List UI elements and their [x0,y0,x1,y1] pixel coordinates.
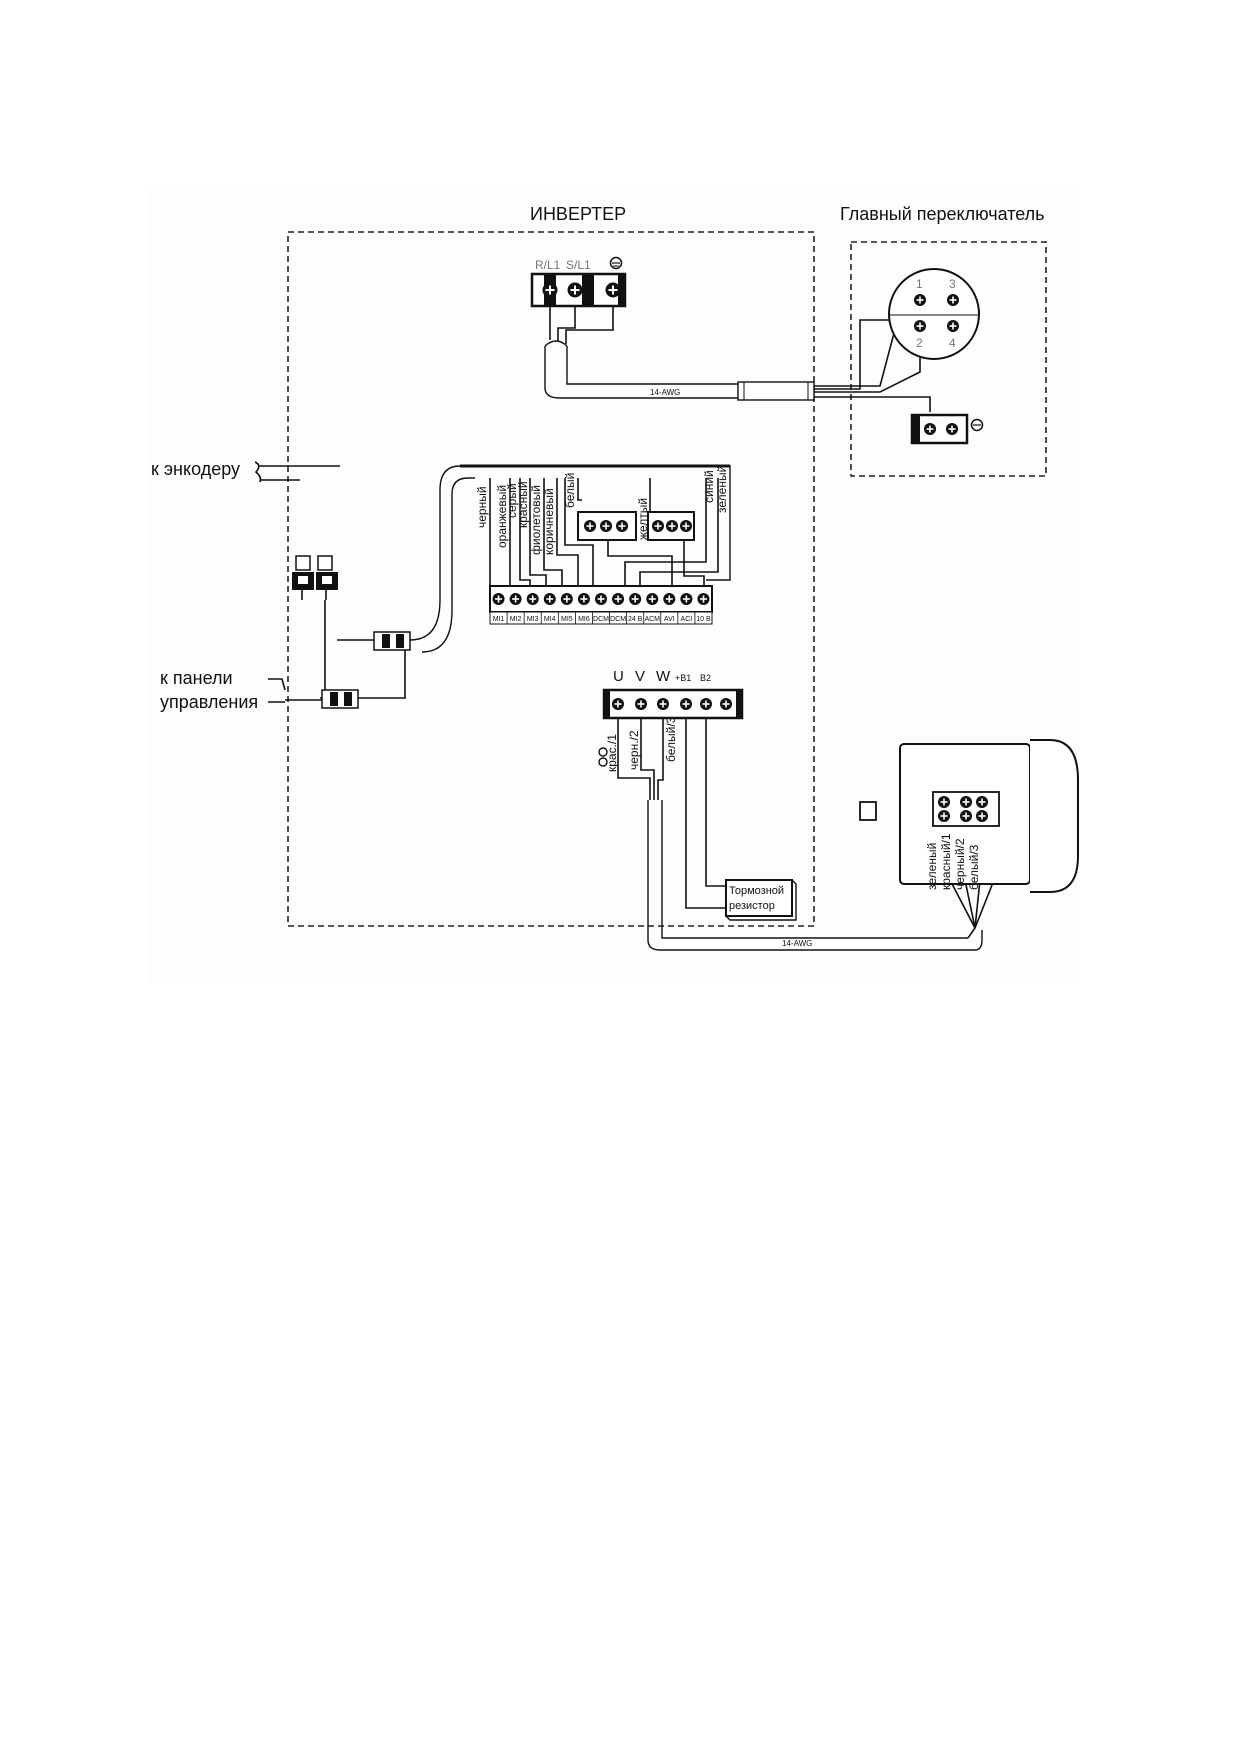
wire-label-red: красный [516,481,530,528]
panel-leader-lines [268,678,286,703]
cable-label-power: 14-AWG [650,388,680,397]
brake-resistor [725,879,797,921]
ground-symbol-icon [970,418,984,432]
output-label-v: V [635,668,645,685]
mains-terminal-block [910,413,969,445]
control-cable-bundle [409,464,731,653]
motor-wire-red: красный/1 [939,833,953,890]
main-switch-title: Главный переключатель [840,204,1045,224]
control-terminal-label: 24 В [628,616,643,623]
switch-contact-4: 4 [949,336,956,350]
brake-resistor-line1: Тормозной [729,885,784,897]
switch-contact-3: 3 [949,277,956,291]
output-terminal-block [602,688,744,720]
wire-label-orange: оранжевый [495,485,509,548]
control-terminal-label: MI5 [561,616,573,623]
control-terminal-label: MI1 [493,616,505,623]
switch-contact-1: 1 [916,277,923,291]
terminal-label-sl1: S/L1 [566,258,591,272]
wire-label-white: белый [563,473,577,508]
control-terminal-label: MI4 [544,616,556,623]
control-terminal-screw [679,592,694,606]
motor-wire-labels: зеленый красный/1 черный/2 белый/3 [925,833,981,890]
ground-symbol-icon [598,747,608,767]
wire-label-yellow: желтый [636,498,650,540]
output-wire-red: крас./1 [605,734,619,772]
wire-label-violet: фиолетовый [529,485,543,555]
control-terminal-screw [577,592,591,606]
motor-wire-white: белый/3 [967,844,981,890]
wire-label-blue: синий [702,470,716,503]
output-wire-labels: крас./1 черн./2 белый/3 [605,716,678,772]
encoder-connector [254,461,340,483]
output-wire-white: белый/3 [664,716,678,762]
wire-label-brown: коричневый [542,488,556,555]
control-terminal-label: MI6 [578,616,590,623]
brake-resistor-wires [685,718,728,909]
connector-plugs [285,555,411,709]
control-terminal-label: AVI [664,616,675,623]
wire-label-black: черный [475,486,489,528]
control-terminal-label: DCM [593,616,609,623]
ground-symbol-icon [609,256,623,270]
output-label-b2: B2 [700,673,711,683]
motor-wire-green: зеленый [925,843,939,890]
inverter-boundary [287,231,815,927]
aux-terminal-block-1 [577,511,637,541]
output-wire-black: черн./2 [627,730,641,770]
control-terminal-label: ACM [644,616,660,623]
control-terminal-screw [611,592,625,606]
power-cable [544,306,931,412]
control-terminal-label: 10 В [696,616,711,623]
control-terminal-screw [662,592,677,606]
control-terminal-screw [542,592,557,606]
control-wires [489,478,719,587]
control-terminal-label: DCM [610,616,626,623]
motor-wire-black: черный/2 [953,838,967,890]
wire-color-labels: черный оранжевый серый красный фиолетовы… [475,466,729,555]
encoder-label: к энкодеру [151,459,240,479]
output-label-w: W [656,668,671,685]
control-terminal-screw [696,592,711,606]
terminal-label-rl1: R/L1 [535,258,561,272]
aux-terminal-block-2 [647,511,695,541]
main-switch-boundary [850,241,1047,477]
control-terminal-screw [508,592,523,606]
panel-label-line2: управления [160,692,258,712]
control-terminal-screw [645,592,660,606]
control-terminal-screw [594,592,608,606]
inverter-title: ИНВЕРТЕР [530,204,626,224]
control-terminal-screw [560,592,574,606]
control-terminal-label: MI3 [527,616,539,623]
brake-resistor-line2: резистор [729,900,775,912]
main-switch [888,268,980,360]
control-terminal-screw [628,592,642,606]
output-label-b1: +B1 [675,673,691,683]
panel-label-line1: к панели [160,668,233,688]
wire-label-green: зеленый [715,466,729,513]
power-terminal-block [530,272,627,308]
motor [859,739,1079,893]
control-terminal-label: MI2 [510,616,522,623]
cable-label-motor: 14-AWG [782,939,812,948]
switch-contact-2: 2 [916,336,923,350]
control-terminal-label: ACI [681,616,693,623]
control-terminal-screw [525,592,540,606]
control-terminal-screw [491,592,506,606]
wire-label-gray: серый [505,483,519,518]
output-label-u: U [613,668,624,685]
